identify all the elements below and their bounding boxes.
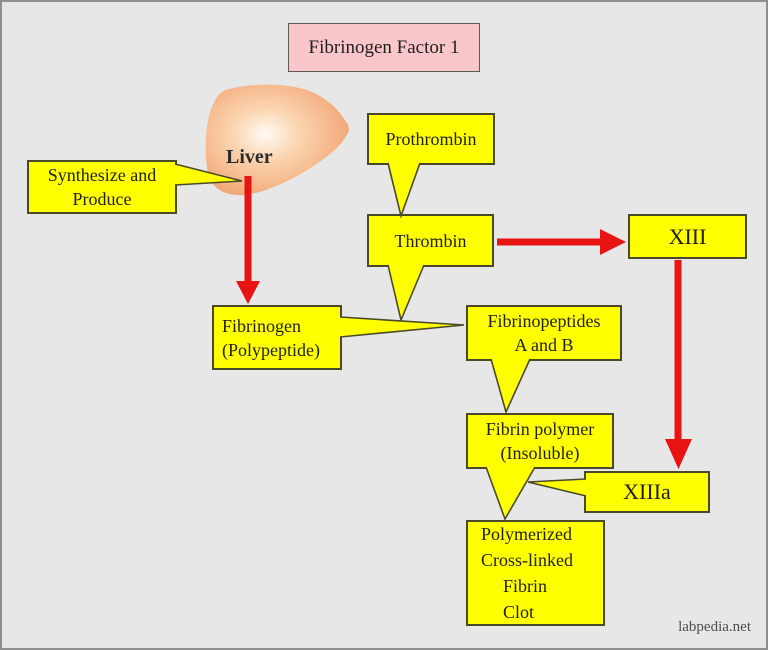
pointer-thrombin-down bbox=[387, 264, 425, 323]
pointer-prothrombin-to-thrombin bbox=[387, 162, 421, 219]
node-label-line: Fibrinogen bbox=[222, 315, 301, 336]
node-fibrinogen: Fibrinogen (Polypeptide) bbox=[212, 305, 342, 370]
node-thrombin: Thrombin bbox=[367, 214, 494, 267]
node-label-line: (Polypeptide) bbox=[222, 339, 320, 360]
node-label-line: Fibrinopeptides bbox=[487, 311, 601, 331]
node-label-line: Fibrin polymer bbox=[485, 419, 595, 439]
node-fibrinopeptides: Fibrinopeptides A and B bbox=[466, 305, 622, 361]
node-label-line: XIIIa bbox=[623, 479, 671, 504]
node-label-line: Prothrombin bbox=[385, 129, 477, 149]
node-polymerized-clot: Polymerized Cross-linked Fibrin Clot bbox=[466, 520, 605, 626]
node-label-line: XIII bbox=[668, 223, 707, 249]
liver-label: Liver bbox=[226, 146, 273, 168]
arrow-xiii-to-xiiia bbox=[665, 260, 692, 469]
node-factor-xiii: XIII bbox=[628, 214, 747, 259]
node-label-line: Thrombin bbox=[394, 230, 467, 251]
node-label-line: Produce bbox=[72, 189, 132, 209]
node-label-line: (Insoluble) bbox=[500, 443, 580, 463]
node-label-line: Synthesize and bbox=[47, 165, 157, 185]
pointer-xiiia-to-fibrin-polymer bbox=[527, 478, 587, 497]
node-label-line: Clot bbox=[503, 602, 535, 622]
node-label-line: Fibrin bbox=[503, 576, 548, 596]
node-label-line: Cross-linked bbox=[481, 550, 573, 570]
node-label-line: A and B bbox=[514, 335, 574, 355]
diagram-title-label: Fibrinogen Factor 1 bbox=[308, 36, 460, 58]
node-fibrin-polymer: Fibrin polymer (Insoluble) bbox=[466, 413, 614, 469]
arrow-liver-to-fibrinogen bbox=[236, 176, 260, 304]
node-prothrombin: Prothrombin bbox=[367, 113, 495, 165]
liver-illustration bbox=[205, 84, 349, 196]
pointer-fibrinogen-to-fibrinopeptides bbox=[339, 316, 465, 338]
node-label-line: Polymerized bbox=[481, 524, 572, 544]
pointer-fibrinopeptides-to-fibrin-polymer bbox=[490, 358, 531, 415]
watermark: labpedia.net bbox=[678, 619, 751, 635]
node-synthesize-and-produce: Synthesize and Produce bbox=[27, 160, 177, 214]
arrow-thrombin-to-xiii bbox=[497, 229, 626, 255]
diagram-title: Fibrinogen Factor 1 bbox=[288, 23, 480, 72]
node-factor-xiiia: XIIIa bbox=[584, 471, 710, 513]
pointer-fibrin-polymer-to-clot bbox=[485, 466, 536, 521]
